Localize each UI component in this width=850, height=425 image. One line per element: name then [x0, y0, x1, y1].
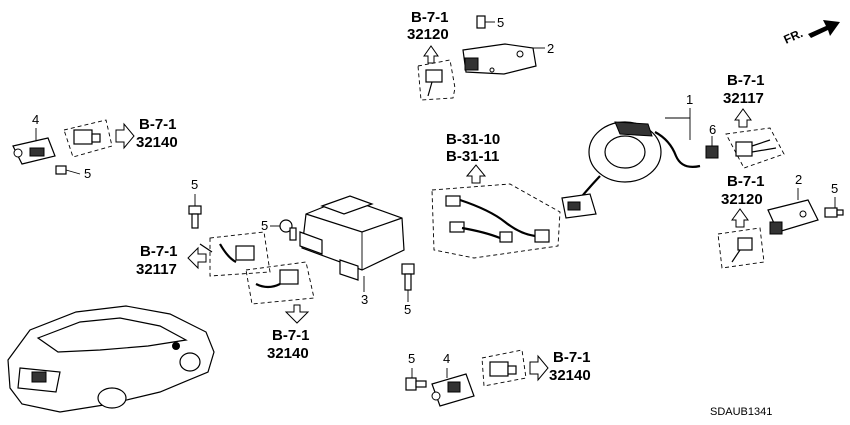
callout-6: 6 — [709, 122, 716, 137]
left-arrow-icon — [187, 246, 207, 270]
right-mid-ref-page: B-7-1 — [727, 173, 765, 190]
bottom-ref-part: 32140 — [549, 367, 591, 384]
bolt-icon — [188, 205, 202, 229]
vehicle-location-icon — [7, 305, 215, 413]
front-direction-label: FR. — [782, 26, 805, 47]
diagram-code: SDAUB1341 — [710, 406, 772, 418]
connector-outline — [481, 349, 527, 387]
front-direction-indicator: FR. — [782, 20, 840, 47]
cable-reel-icon — [561, 121, 701, 219]
bolt-icon — [824, 207, 844, 218]
callout-5-left: 5 — [84, 166, 91, 181]
front-direction-arrow-icon — [808, 20, 840, 38]
front-impact-sensor-icon — [12, 137, 56, 165]
connector-icon — [199, 243, 255, 263]
top-mid-ref-part: 32120 — [407, 26, 449, 43]
wire-harness-icon — [445, 195, 550, 243]
callout-5-bottom: 5 — [408, 351, 415, 366]
up-arrow-icon — [423, 45, 439, 64]
callout-5-right: 5 — [831, 181, 838, 196]
right-top-ref-page: B-7-1 — [727, 72, 765, 89]
down-arrow-icon — [284, 304, 310, 324]
srs-control-unit-icon — [299, 195, 405, 281]
harness-outline — [431, 183, 561, 259]
connector-icon — [735, 139, 777, 157]
bolt-icon — [55, 165, 81, 175]
connector-outline — [725, 127, 785, 169]
connector-icon — [425, 69, 443, 97]
bottom-sensor-group: 5 4 B-7-1 32140 — [405, 349, 591, 407]
left-mid-ref-page: B-7-1 — [140, 243, 178, 260]
bolt-icon — [476, 15, 495, 29]
connector-icon — [73, 129, 101, 145]
up-arrow-icon — [731, 208, 749, 228]
callout-5-center: 5 — [261, 218, 268, 233]
callout-5-top: 5 — [497, 15, 504, 30]
bolt-icon — [401, 263, 415, 291]
right-arrow-icon — [115, 122, 135, 150]
connector-icon — [705, 145, 719, 159]
bottom-ref-page: B-7-1 — [553, 349, 591, 366]
up-arrow-icon — [465, 164, 487, 184]
up-arrow-icon — [734, 108, 752, 128]
center-ref-page: B-7-1 — [272, 327, 310, 344]
connector-outline — [717, 227, 765, 269]
callout-2-top: 2 — [547, 41, 554, 56]
right-top-ref-group: B-7-1 32117 — [723, 72, 785, 169]
callout-2-right: 2 — [795, 172, 802, 187]
left-sensor-group: 4 5 B-7-1 32140 — [12, 112, 178, 181]
center-ref-part: 32140 — [267, 345, 309, 362]
wire-ref-page-b: B-31-11 — [446, 148, 499, 165]
bolt-icon — [279, 219, 297, 241]
srs-unit-group: 5 5 3 5 — [136, 177, 415, 362]
top-left-ref-page: B-7-1 — [139, 116, 177, 133]
side-impact-sensor-icon — [462, 43, 537, 75]
top-mid-ref-page: B-7-1 — [411, 9, 449, 26]
callout-5-ecu-right: 5 — [404, 302, 411, 317]
connector-icon — [731, 237, 753, 263]
connector-outline — [209, 231, 271, 277]
connector-icon — [255, 269, 299, 289]
callout-4-bottom: 4 — [443, 351, 450, 366]
right-sensor-group: B-7-1 32120 2 5 — [717, 172, 844, 269]
right-mid-ref-part: 32120 — [721, 191, 763, 208]
bolt-icon — [405, 377, 427, 391]
connector-outline — [417, 59, 456, 101]
left-mid-ref-part: 32117 — [136, 261, 177, 278]
side-impact-sensor-icon — [767, 199, 819, 235]
callout-1: 1 — [686, 92, 693, 107]
top-sensor-group: B-7-1 32120 5 2 — [407, 9, 554, 101]
front-impact-sensor-icon — [431, 373, 475, 407]
callout-5-leftbolt: 5 — [191, 177, 198, 192]
wire-ref-page-a: B-31-10 — [446, 131, 500, 148]
callout-3: 3 — [361, 292, 368, 307]
top-left-ref-part: 32140 — [136, 134, 178, 151]
connector-icon — [489, 361, 517, 377]
right-top-ref-part: 32117 — [723, 90, 764, 107]
right-arrow-icon — [529, 354, 549, 382]
callout-4-left: 4 — [32, 112, 39, 127]
cable-reel-group: 1 6 — [561, 92, 719, 219]
connector-outline — [63, 119, 113, 158]
wire-harness-group: B-31-10 B-31-11 — [431, 131, 561, 259]
connector-outline — [245, 261, 315, 305]
